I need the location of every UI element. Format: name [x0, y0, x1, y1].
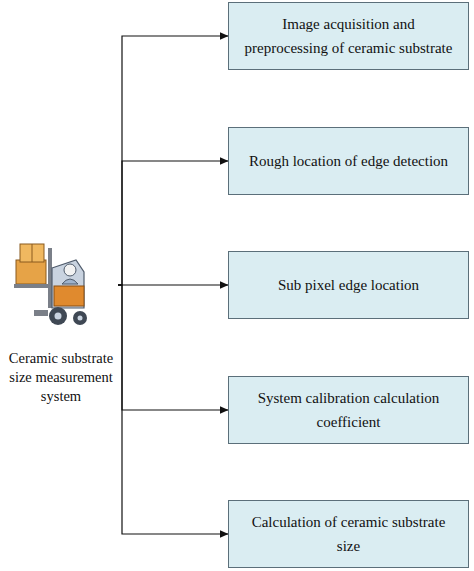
step-text: System calibration calculation coefficie…	[239, 386, 458, 434]
arrow-connector	[118, 161, 228, 285]
system-name: Ceramic substrate size measurement syste…	[0, 349, 122, 406]
process-box: Rough location of edge detection	[228, 127, 469, 195]
step-text: Rough location of edge detection	[249, 149, 448, 173]
forklift-icon	[14, 238, 90, 334]
process-box: Sub pixel edge location	[228, 251, 469, 319]
process-box: Image acquisition and preprocessing of c…	[228, 2, 469, 70]
arrow-connector	[118, 285, 228, 410]
step-text: Image acquisition and preprocessing of c…	[239, 12, 458, 60]
step-text: Calculation of ceramic substrate size	[239, 510, 458, 558]
arrow-connector	[118, 36, 228, 285]
step-text: Sub pixel edge location	[278, 273, 419, 297]
arrow-connector	[118, 284, 228, 285]
arrow-connector	[118, 285, 228, 534]
system-label: Ceramic substrate size measurement syste…	[0, 240, 122, 406]
process-box: Calculation of ceramic substrate size	[228, 500, 469, 568]
process-box: System calibration calculation coefficie…	[228, 376, 469, 444]
